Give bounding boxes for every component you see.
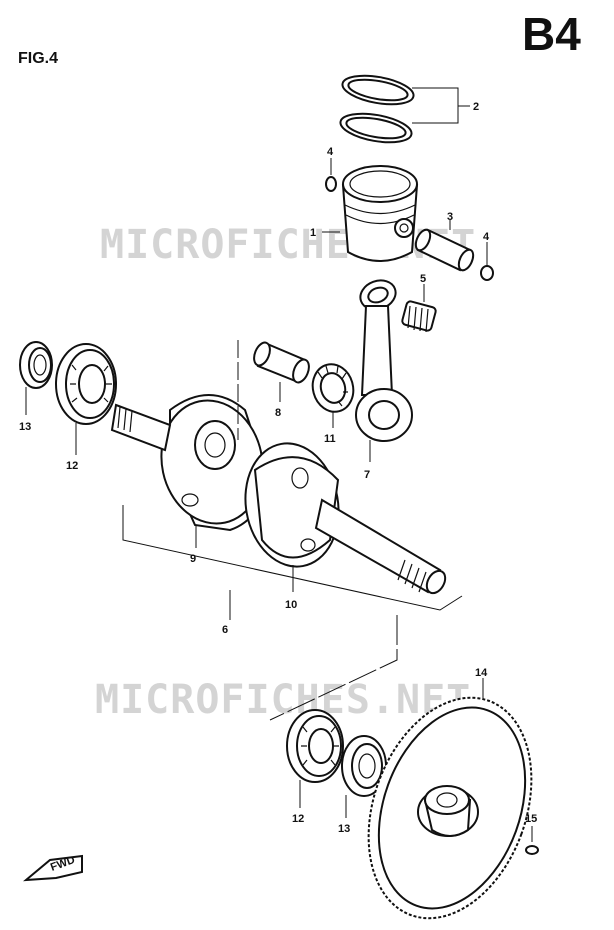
figure-label: FIG.4 xyxy=(18,50,58,67)
page-code: B4 xyxy=(522,8,581,60)
needle-bearing xyxy=(311,363,355,413)
circlip-left xyxy=(325,176,337,192)
callout-bearing-left: 12 xyxy=(66,460,78,472)
leader-lines xyxy=(25,87,533,842)
callout-gear: 14 xyxy=(475,667,488,679)
lower-guide-line xyxy=(269,615,398,721)
callout-piston-rings: 2 xyxy=(473,101,479,113)
connecting-rod xyxy=(355,279,413,442)
callout-pin-bearing: 5 xyxy=(420,273,426,285)
oil-seal-left xyxy=(19,341,53,389)
bearing-left xyxy=(55,343,117,425)
callout-piston: 1 xyxy=(310,227,316,239)
callout-crank-web-right: 10 xyxy=(285,599,297,611)
crank-web-right xyxy=(244,442,340,568)
piston xyxy=(341,165,419,262)
gear xyxy=(367,696,533,920)
callout-crankshaft-assy: 6 xyxy=(222,624,228,636)
callout-crank-pin: 8 xyxy=(275,407,281,419)
key xyxy=(525,845,539,855)
callout-crank-web-left: 9 xyxy=(190,553,196,565)
crankshaft-bracket xyxy=(122,505,463,611)
right-shaft xyxy=(314,498,447,595)
callout-connecting-rod: 7 xyxy=(364,469,370,481)
oil-seal-lower xyxy=(341,735,387,797)
piston-rings xyxy=(339,74,415,144)
callout-oil-seal-left: 13 xyxy=(19,421,31,433)
callout-piston-pin: 3 xyxy=(447,211,453,223)
crank-pin xyxy=(253,341,310,384)
pin-bearing xyxy=(401,300,437,333)
fwd-arrow-icon: FWD xyxy=(22,854,83,882)
callout-circlip-left: 4 xyxy=(327,146,334,158)
crank-web-left xyxy=(160,394,270,532)
callout-key: 15 xyxy=(525,813,537,825)
callout-bearing-lower: 12 xyxy=(292,813,304,825)
callout-needle-bearing: 11 xyxy=(324,433,336,445)
circlip-right xyxy=(480,265,494,281)
callout-oil-seal-lower: 13 xyxy=(338,823,350,835)
left-shaft xyxy=(110,403,172,452)
watermark-bottom: MICROFICHES.NET xyxy=(95,677,471,723)
bearing-lower xyxy=(286,709,344,783)
piston-pin xyxy=(414,228,475,272)
callout-circlip-right: 4 xyxy=(483,231,490,243)
